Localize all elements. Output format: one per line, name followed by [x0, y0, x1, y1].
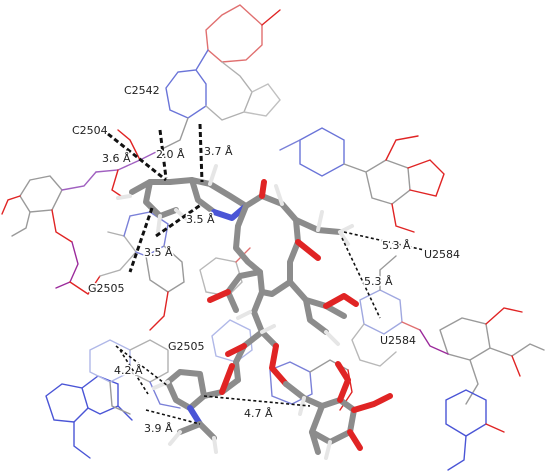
distance-label-4-7: 4.7 Å	[244, 407, 273, 420]
distance-label-3-7: 3.7 Å	[204, 145, 233, 158]
residue-label-u2584-upper: U2584	[424, 248, 460, 261]
distance-labels: 3.6 Å 2.0 Å 3.7 Å 3.5 Å 3.5 Å 5.3 Å 5.3 …	[101, 144, 413, 437]
distance-label-5-3-upper: 5.3 Å	[382, 239, 411, 252]
residue-labels: C2542 C2504 G2505 U2584 U2584 G2505	[71, 83, 462, 355]
residue-label-c2504: C2504	[72, 124, 108, 137]
residue-label-g2505-lower: G2505	[168, 340, 205, 353]
distance-label-5-3-lower: 5.3 Å	[364, 275, 393, 288]
distance-label-4-2: 4.2 Å	[114, 364, 143, 377]
residue-label-g2505-upper: G2505	[88, 282, 125, 295]
distance-lines	[107, 123, 425, 425]
rna-wireframe	[1, 4, 545, 471]
residue-label-c2542: C2542	[124, 84, 160, 97]
residue-label-u2584-lower: U2584	[380, 334, 416, 347]
distance-label-3-9: 3.9 Å	[144, 422, 173, 435]
distance-label-3-5-lower: 3.5 Å	[144, 246, 173, 259]
distance-label-3-6: 3.6 Å	[102, 152, 131, 165]
ligand-stick-model	[116, 164, 393, 460]
distance-label-2-0: 2.0 Å	[156, 148, 185, 161]
distance-label-3-5-upper: 3.5 Å	[186, 213, 215, 226]
